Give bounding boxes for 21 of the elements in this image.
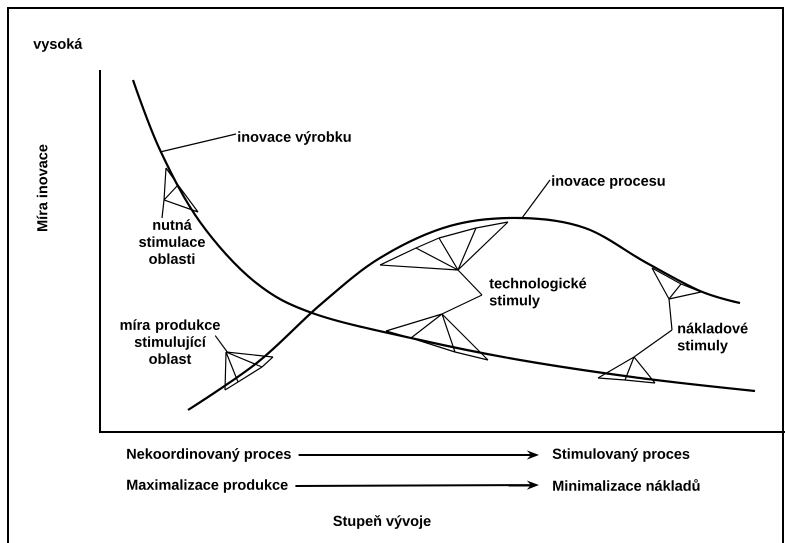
leader-line (160, 133, 236, 153)
text-label: Nekoordinovaný proces (127, 448, 291, 462)
leader-line (442, 294, 482, 315)
axis-label: Míra inovace (36, 144, 48, 231)
text-label: nákladové stimuly (678, 322, 748, 354)
text-label: nutná stimulace oblasti (139, 219, 205, 264)
text-label: Maximalizace produkce (127, 479, 288, 493)
leader-line (668, 298, 673, 330)
leader-line (458, 270, 482, 296)
axis-label: Stupeň vývoje (333, 515, 431, 529)
leader-line (161, 200, 165, 218)
axis-label: vysoká (33, 38, 82, 52)
text-label: Stimulovaný proces (552, 448, 690, 462)
leader-line (522, 180, 550, 218)
text-label: míra produkce stimulující oblast (120, 319, 220, 364)
leader-line (214, 335, 228, 354)
text-label: inovace výrobku (238, 131, 351, 145)
leader-line (634, 330, 672, 358)
text-label: technologické stimuly (489, 278, 586, 308)
text-label: inovace procesu (552, 175, 665, 189)
text-label: Minimalizace nákladů (553, 479, 700, 491)
